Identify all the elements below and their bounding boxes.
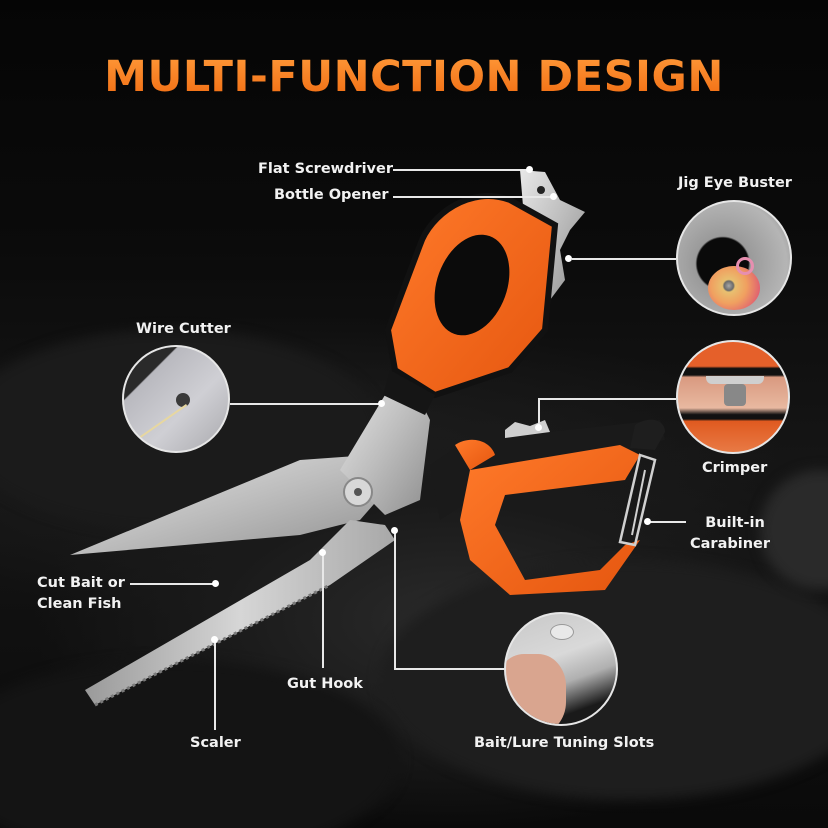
label-cut-bait-line1: Cut Bait or (37, 575, 125, 591)
callout-line-jig-eye-buster (572, 258, 676, 260)
label-wire-cutter: Wire Cutter (136, 321, 231, 337)
label-carabiner-line1: Built-in (705, 515, 765, 531)
callout-dot-jig-eye-buster (565, 255, 572, 262)
label-flat-screwdriver: Flat Screwdriver (258, 161, 393, 177)
callout-line-crimper-h (538, 398, 676, 400)
lure-rivet (550, 624, 574, 640)
callout-line-crimper-v (538, 398, 540, 428)
callout-line-cut-bait (130, 583, 215, 585)
callout-dot-cut-bait (212, 580, 219, 587)
callout-dot-gut-hook (319, 549, 326, 556)
callout-line-carabiner (648, 521, 686, 523)
inset-wire-cutter (122, 345, 230, 453)
label-crimper: Crimper (702, 460, 768, 476)
callout-dot-wire-cutter (378, 400, 385, 407)
label-scaler: Scaler (190, 735, 241, 751)
callout-line-tuning-slots-h (394, 668, 504, 670)
callout-line-bottle-opener (393, 196, 553, 198)
label-carabiner-line2: Carabiner (690, 536, 771, 552)
page-title: MULTI-FUNCTION DESIGN (0, 52, 828, 102)
wire-strand (136, 403, 188, 441)
callout-dot-tuning-slots (391, 527, 398, 534)
label-gut-hook: Gut Hook (287, 676, 363, 692)
label-cut-bait-line2: Clean Fish (37, 596, 122, 612)
finger (506, 654, 566, 724)
label-jig-eye-buster: Jig Eye Buster (678, 175, 792, 191)
callout-line-wire-cutter (230, 403, 382, 405)
callout-dot-bottle-opener (550, 193, 557, 200)
jig-eye-ring (736, 257, 754, 275)
callout-line-gut-hook (322, 553, 324, 668)
callout-dot-crimper (535, 424, 542, 431)
inset-bait-lure-tuning-slots (504, 612, 618, 726)
callout-line-tuning-slots-v (394, 531, 396, 669)
callout-dot-carabiner (644, 518, 651, 525)
label-cut-bait: Cut Bait or Clean Fish (37, 573, 125, 615)
label-bait-lure-tuning-slots: Bait/Lure Tuning Slots (474, 735, 655, 751)
label-built-in-carabiner: Built-in Carabiner (690, 513, 770, 555)
crimp-teeth (706, 376, 764, 384)
callout-line-flat-screwdriver (393, 169, 530, 171)
inset-jig-eye-buster (676, 200, 792, 316)
inset-crimper (676, 340, 790, 454)
callout-dot-flat-screwdriver (526, 166, 533, 173)
callout-dot-scaler (211, 636, 218, 643)
callout-line-scaler (214, 640, 216, 730)
crimp-sleeve (724, 384, 746, 406)
jig-head (708, 266, 760, 310)
wire-cutter-notch (176, 393, 190, 407)
label-bottle-opener: Bottle Opener (274, 187, 389, 203)
